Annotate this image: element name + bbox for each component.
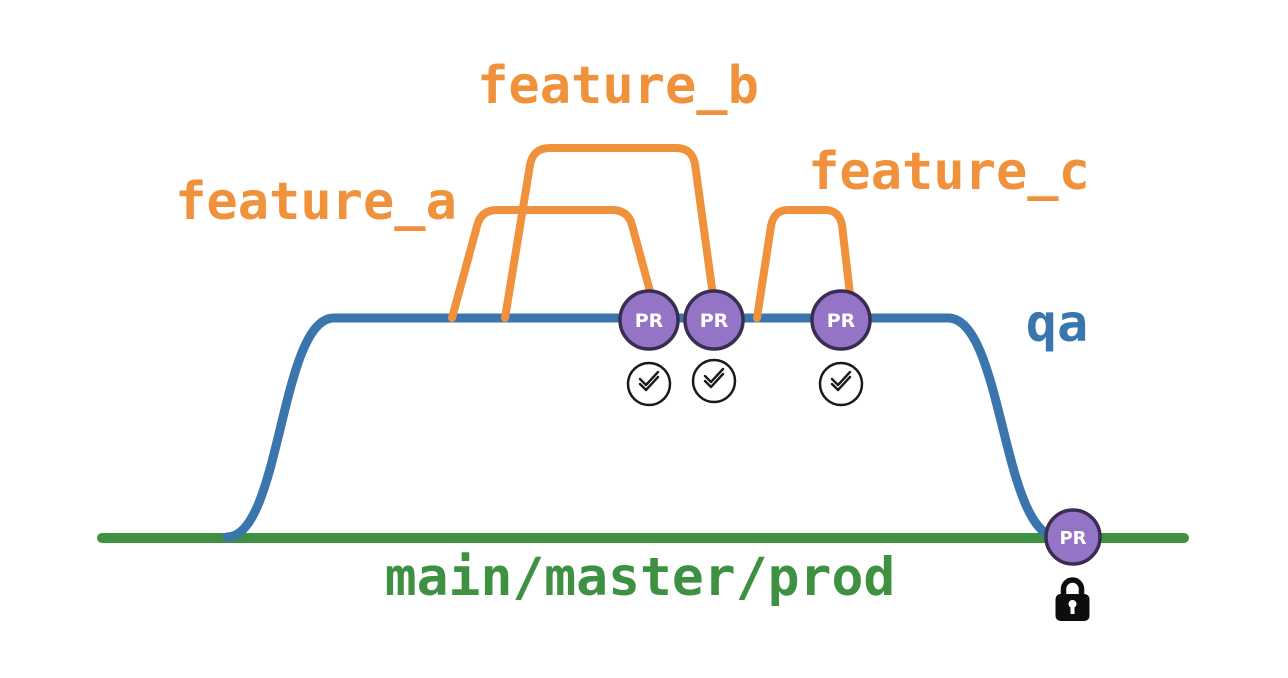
pr-badge-circle (1044, 508, 1102, 566)
approval-check-icon (818, 361, 864, 407)
main-branch-label: main/master/prod (385, 547, 896, 608)
pr-badge-qa-to-main: PR (1044, 508, 1102, 566)
pr-badge-label: PR (635, 310, 664, 332)
check-mark (830, 375, 852, 392)
lock-keyhole-slot (1070, 605, 1075, 614)
check-mark-outline (638, 370, 660, 387)
lock-icon (1055, 577, 1090, 621)
pr-badge-feature-a: PR (618, 289, 680, 351)
pr-badge-circle (618, 289, 680, 351)
check-mark (703, 372, 725, 389)
pr-badge-label: PR (827, 310, 856, 332)
pr-badge-circle (810, 289, 872, 351)
pr-badge-label: PR (700, 310, 729, 332)
check-mark (638, 375, 660, 392)
approval-check-icon (626, 361, 672, 407)
pr-badge-label: PR (1059, 528, 1086, 549)
check-mark-outline (703, 367, 725, 384)
feature-a-label: feature_a (175, 172, 457, 232)
pr-badge-feature-c: PR (810, 289, 872, 351)
pr-badge-circle (683, 289, 745, 351)
check-circle (691, 358, 737, 404)
feature-c-branch-line (753, 206, 855, 322)
approval-check-icon (691, 358, 737, 404)
feature-b-branch-line (501, 144, 718, 322)
feature-b-label: feature_b (477, 56, 759, 116)
qa-branch-line (222, 313, 1063, 542)
feature-c-label: feature_c (808, 142, 1090, 202)
lock-shackle (1060, 577, 1085, 597)
feature-a-branch-line (448, 206, 658, 322)
check-circle (818, 361, 864, 407)
check-mark-outline (830, 370, 852, 387)
pr-badge-feature-b: PR (683, 289, 745, 351)
check-circle (626, 361, 672, 407)
qa-label: qa (1026, 294, 1089, 354)
